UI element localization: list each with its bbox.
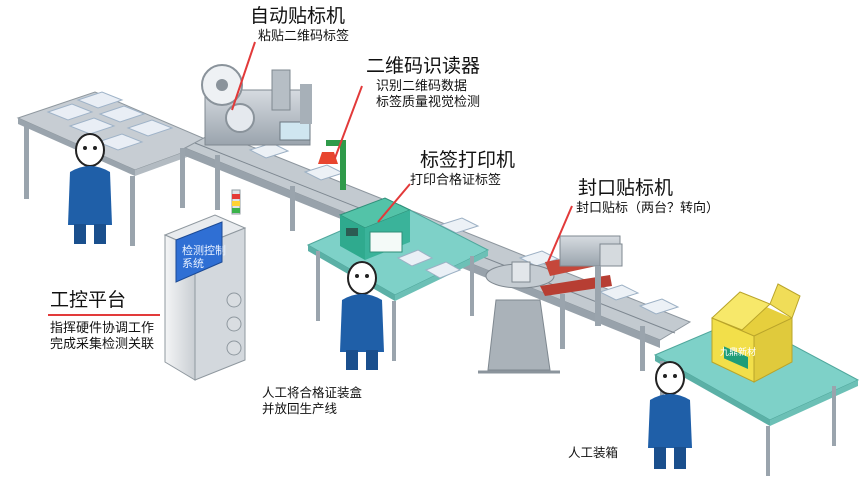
control-platform-desc-1: 指挥硬件协调工作 [50, 321, 155, 336]
label-printer-desc: 打印合格证标签 [410, 173, 502, 188]
qr-reader-desc-2: 标签质量视觉检测 [376, 95, 481, 110]
seal-labeler-machine [559, 235, 623, 326]
control-platform-title: 工控平台 [50, 289, 127, 311]
manual-return-note-1: 人工将合格证装盒 [262, 385, 363, 400]
qr-reader-title: 二维码识读器 [366, 55, 481, 77]
auto-labeler-title: 自动贴标机 [250, 5, 346, 27]
auto-labeler-desc: 粘贴二维码标签 [258, 29, 350, 44]
left-work-table [16, 91, 214, 246]
worker-left [68, 133, 112, 244]
manual-return-note-2: 并放回生产线 [262, 401, 338, 416]
label-printer-title: 标签打印机 [420, 149, 516, 171]
control-platform-underline [48, 314, 160, 316]
cabinet-screen-text: 检测控制系统 [182, 244, 226, 271]
control-cabinet [163, 189, 247, 381]
worker-middle [340, 261, 384, 370]
qr-reader-desc-1: 识别二维码数据 [376, 79, 468, 94]
seal-labeler-title: 封口贴标机 [578, 177, 674, 199]
worker-right [648, 361, 692, 469]
seal-labeler-desc: 封口贴标（两台？转向） [576, 201, 720, 216]
qr-reader-device [318, 140, 346, 190]
manual-boxing-note: 人工装箱 [568, 445, 619, 460]
pointer-lines [231, 41, 573, 263]
auto-labeler-machine [201, 64, 312, 146]
control-platform-desc-2: 完成采集检测关联 [50, 337, 155, 352]
carton-label-text: 九鼎新材 [720, 348, 757, 358]
shipping-carton [711, 283, 801, 383]
